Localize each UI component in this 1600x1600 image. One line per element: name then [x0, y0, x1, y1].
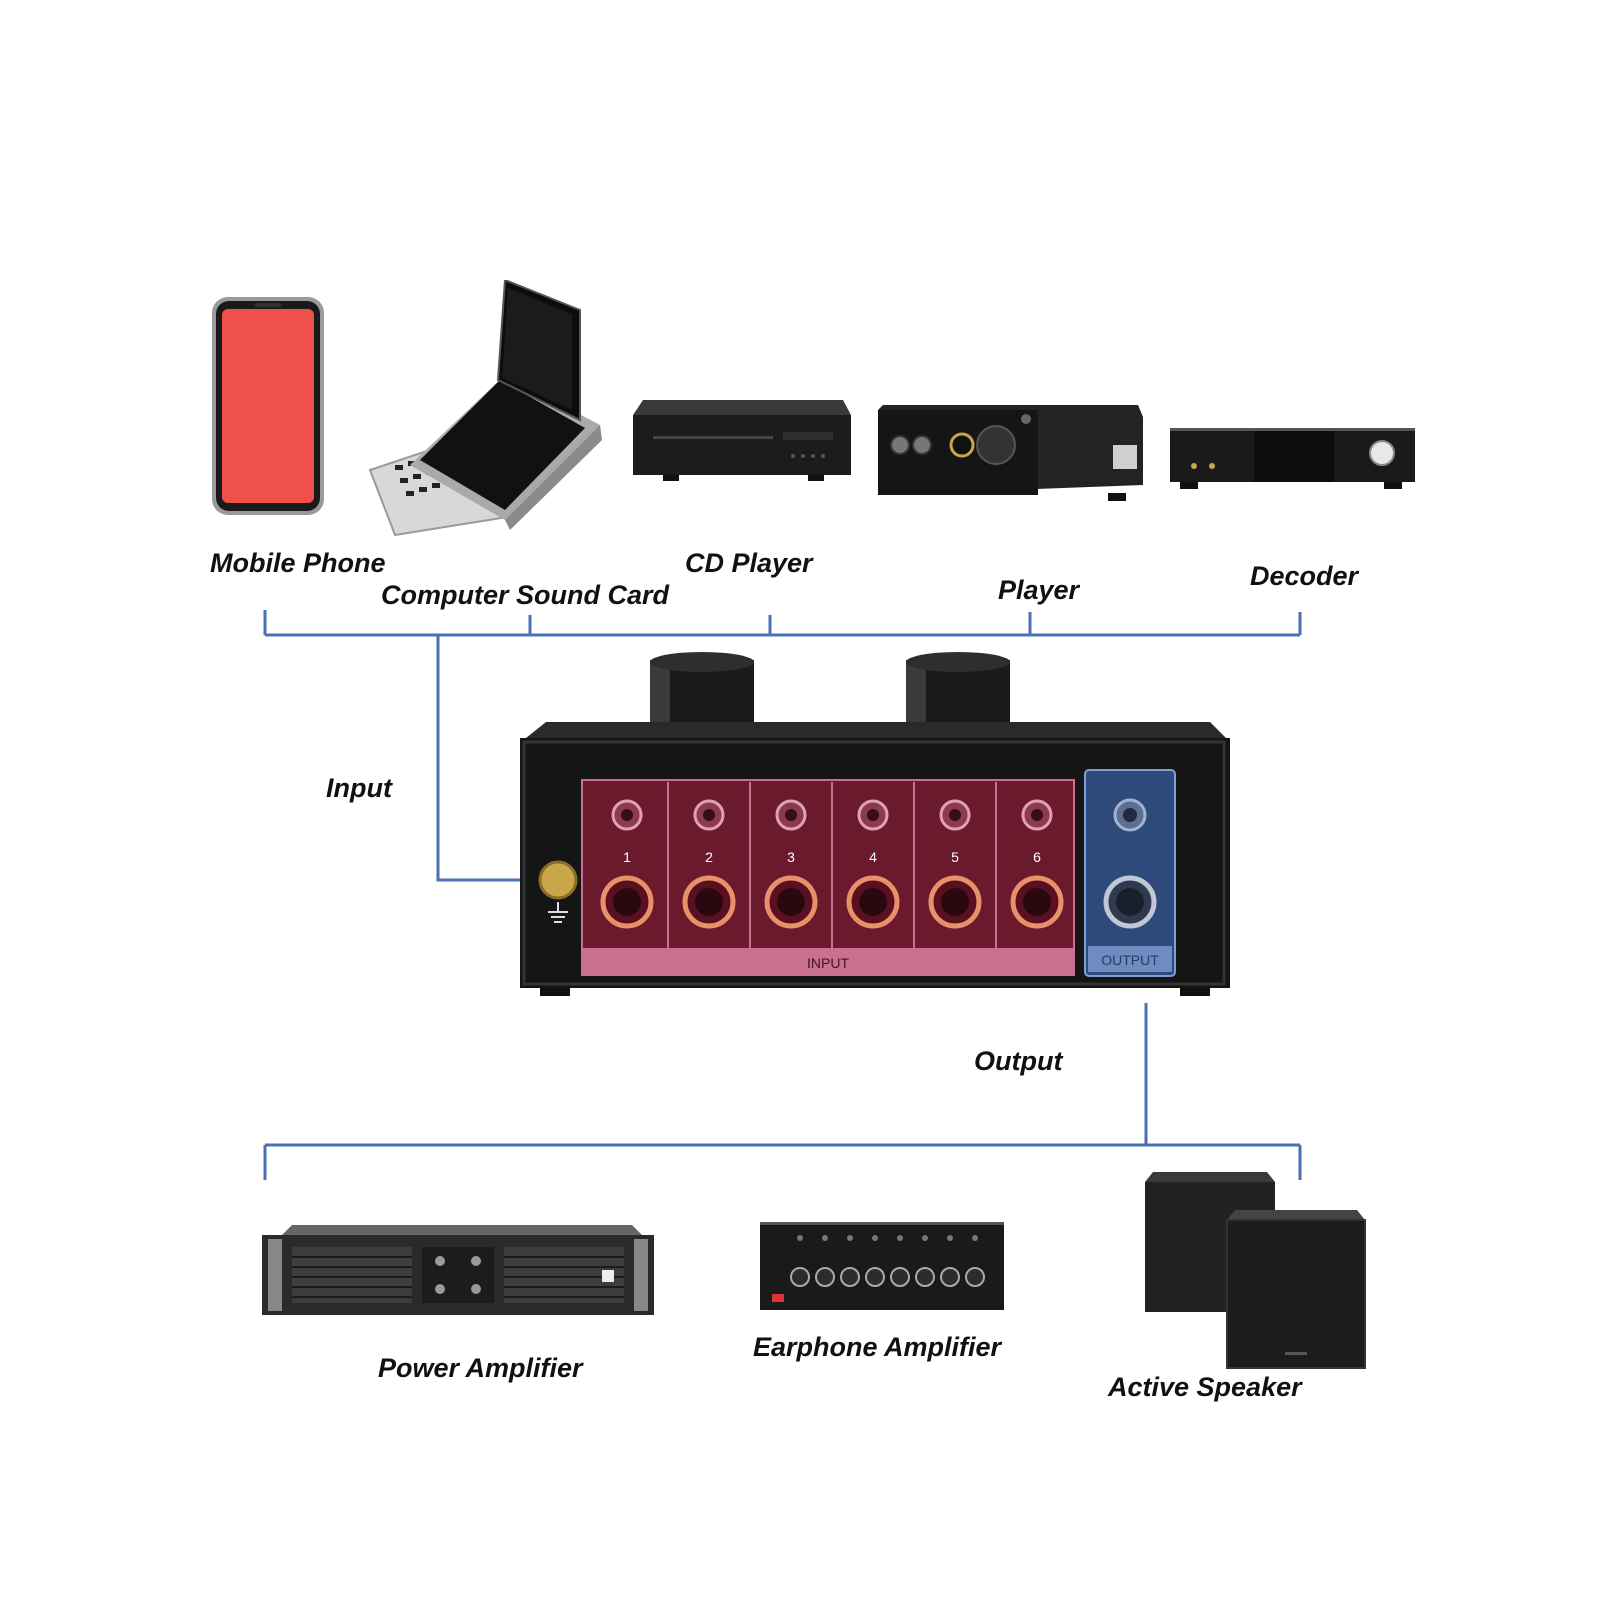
earphone-amplifier-icon — [760, 1222, 1004, 1310]
input-panel — [581, 779, 1075, 976]
output-jack-small[interactable] — [1113, 798, 1147, 832]
source-label-player: Player — [998, 575, 1080, 605]
input-jack-2[interactable]: 2 — [667, 782, 736, 948]
active-speaker-icon — [1145, 1172, 1366, 1369]
output-jack-large[interactable] — [1103, 875, 1157, 929]
power-amplifier-icon — [262, 1225, 654, 1315]
output-connection-label: Output — [974, 1046, 1063, 1076]
input-jack-number: 3 — [787, 849, 795, 865]
source-label-mobile-phone: Mobile Phone — [210, 548, 386, 578]
ground-screw-icon — [538, 860, 578, 923]
input-jack-number: 5 — [951, 849, 959, 865]
output-panel-label: OUTPUT — [1101, 952, 1159, 968]
audio-player-icon — [878, 405, 1143, 501]
input-jack-3[interactable]: 3 — [749, 782, 818, 948]
destination-label-active-speaker: Active Speaker — [1108, 1372, 1302, 1402]
source-label-decoder: Decoder — [1250, 561, 1359, 591]
decoder-icon — [1170, 428, 1415, 489]
destination-label-power-amplifier: Power Amplifier — [378, 1353, 583, 1383]
input-jack-number: 4 — [869, 849, 877, 865]
input-panel-strip — [582, 948, 1074, 975]
audio-switcher-device: 1 2 3 4 5 6 INPUT OUTPUT — [520, 652, 1230, 996]
cd-player-icon — [633, 400, 851, 481]
input-jack-6[interactable]: 6 — [995, 782, 1064, 948]
input-jack-4[interactable]: 4 — [831, 782, 900, 948]
input-jacks: 1 2 3 4 5 6 — [600, 782, 1064, 948]
output-bus — [263, 1003, 1302, 1180]
output-panel — [1084, 769, 1176, 977]
laptop-icon — [368, 280, 602, 537]
input-jack-number: 2 — [705, 849, 713, 865]
input-jack-number: 1 — [623, 849, 631, 865]
mobile-phone-icon — [212, 297, 324, 515]
input-connection-label: Input — [326, 773, 392, 803]
input-jack-number: 6 — [1033, 849, 1041, 865]
input-jack-1[interactable]: 1 — [600, 799, 654, 929]
destination-label-earphone-amplifier: Earphone Amplifier — [753, 1332, 1002, 1362]
input-jack-5[interactable]: 5 — [913, 782, 982, 948]
input-panel-label: INPUT — [807, 955, 849, 971]
source-label-computer-sound-card: Computer Sound Card — [381, 580, 669, 610]
source-label-cd-player: CD Player — [685, 548, 813, 578]
